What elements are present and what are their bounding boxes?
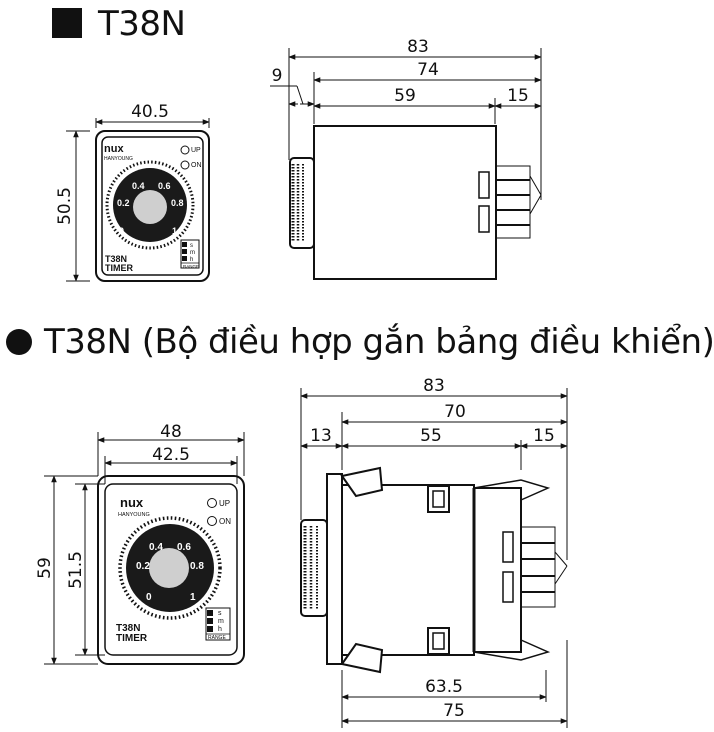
- svg-text:s: s: [190, 243, 193, 249]
- dim-body: 70: [444, 402, 466, 422]
- scale-0-6: 0.6: [158, 181, 171, 191]
- dim-knob: 9: [272, 66, 283, 86]
- square-bullet-icon: [52, 8, 82, 38]
- led-on-icon: [207, 516, 217, 526]
- dim-height: 50.5: [55, 187, 75, 225]
- svg-text:0.4: 0.4: [149, 542, 163, 553]
- svg-text:h: h: [218, 626, 222, 633]
- top-side-knob: [289, 157, 315, 249]
- timer-knob[interactable]: [149, 548, 189, 588]
- scale-0-2: 0.2: [117, 198, 130, 208]
- svg-text:0.2: 0.2: [136, 561, 150, 572]
- dim-case: 59: [394, 86, 416, 106]
- svg-text:RANGE: RANGE: [183, 264, 199, 269]
- scale-0: 0: [119, 226, 124, 236]
- scale-0-4: 0.4: [132, 181, 145, 191]
- section-title-panel-adapter: T38N (Bộ điều hợp gắn bảng điều khiển): [6, 322, 714, 362]
- scale-1: 1: [172, 226, 177, 236]
- dim-inner-width: 42.5: [152, 445, 190, 465]
- timer-label: TIMER: [105, 263, 133, 273]
- svg-text:1: 1: [190, 592, 196, 603]
- brand-logo: nux: [104, 143, 124, 155]
- dim-pins: 15: [533, 426, 555, 446]
- round-bullet-icon: [6, 329, 32, 355]
- dim-bracket: 63.5: [425, 677, 463, 697]
- section-title-t38n: T38N: [52, 4, 186, 44]
- svg-text:ON: ON: [191, 162, 202, 169]
- led-on-icon: [180, 160, 190, 170]
- svg-text:0.8: 0.8: [190, 561, 204, 572]
- dim-outer-width: 48: [160, 422, 182, 442]
- top-front-view: [66, 118, 210, 282]
- svg-text:T38N: T38N: [116, 623, 140, 634]
- dim-base: 75: [443, 701, 465, 721]
- led-up-icon: [180, 145, 190, 155]
- dim-width: 40.5: [131, 102, 169, 122]
- dim-overall: 83: [423, 376, 445, 396]
- svg-text:0.6: 0.6: [177, 542, 191, 553]
- timer-knob[interactable]: [133, 190, 167, 224]
- svg-text:RANGE: RANGE: [208, 635, 226, 641]
- led-up-icon: [207, 498, 217, 508]
- svg-text:TIMER: TIMER: [116, 633, 148, 644]
- model-label: T38N: [105, 254, 127, 264]
- scale-0-8: 0.8: [171, 198, 184, 208]
- svg-text:s: s: [218, 610, 222, 617]
- svg-text:m: m: [218, 618, 224, 625]
- svg-text:UP: UP: [191, 147, 201, 154]
- dim-case: 55: [420, 426, 442, 446]
- svg-text:0: 0: [146, 592, 152, 603]
- svg-text:h: h: [190, 257, 193, 263]
- svg-text:UP: UP: [219, 499, 230, 508]
- top-side-case: [313, 125, 497, 280]
- dim-knob: 13: [310, 426, 332, 446]
- svg-text:ON: ON: [219, 517, 231, 526]
- dim-inner-height: 51.5: [66, 551, 86, 589]
- dim-outer-height: 59: [35, 557, 55, 579]
- section-title-text: T38N: [98, 4, 186, 44]
- svg-text:HANYOUNG: HANYOUNG: [118, 512, 150, 518]
- svg-text:m: m: [190, 250, 195, 256]
- timer-dial-ticks: [105, 160, 195, 250]
- timer-dial-ticks: [118, 516, 222, 620]
- dim-body: 74: [417, 60, 439, 80]
- section-title-text: T38N (Bộ điều hợp gắn bảng điều khiển): [44, 322, 714, 362]
- dimension-drawing: 40.5 50.5 nux HANYOUNG UP ON 0 0.2 0.4 0…: [35, 37, 568, 728]
- brand-logo: nux: [120, 495, 144, 510]
- top-side-view: [270, 48, 542, 280]
- bottom-front-view: [44, 432, 245, 665]
- svg-text:HANYOUNG: HANYOUNG: [104, 156, 133, 162]
- bottom-side-view: [300, 388, 568, 728]
- dim-overall: 83: [407, 37, 429, 57]
- dim-pins: 15: [507, 86, 529, 106]
